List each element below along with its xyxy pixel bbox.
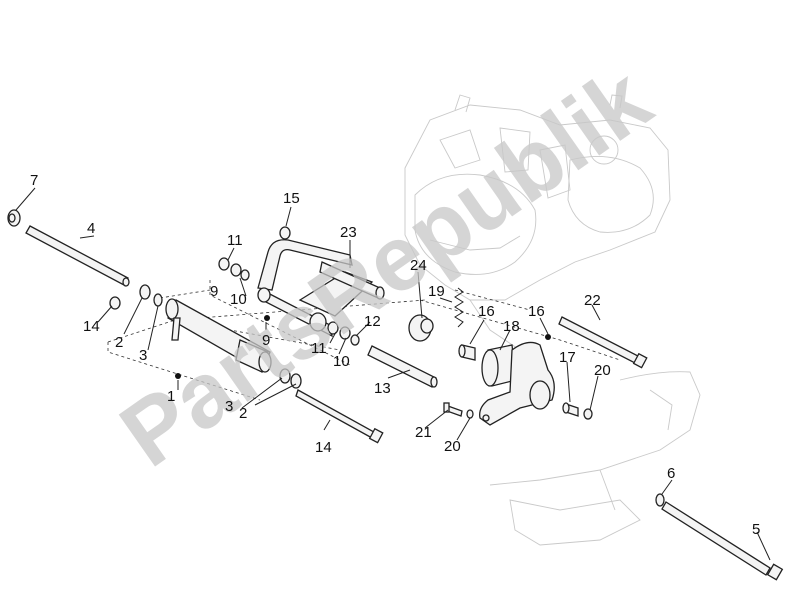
callout-19: 20 bbox=[594, 362, 611, 379]
pin-12 bbox=[367, 345, 438, 388]
callout-2-left: 2 bbox=[115, 334, 123, 351]
bushings-9-10-11-upper bbox=[218, 257, 250, 281]
swing-arm-1 bbox=[165, 298, 272, 373]
callout-9-lower: 10 bbox=[333, 353, 350, 370]
bushings-9-10-11-lower bbox=[327, 321, 360, 346]
bushing-14-upper bbox=[279, 226, 291, 240]
callout-9-upper: 9 bbox=[210, 283, 218, 300]
callout-10-lower: 11 bbox=[311, 340, 327, 357]
bracket-plate-15 bbox=[479, 341, 555, 426]
callout-4: 4 bbox=[87, 220, 95, 237]
callout-5: 5 bbox=[752, 521, 760, 538]
callout-14-upper: 15 bbox=[283, 190, 300, 207]
buffer-24 bbox=[408, 314, 434, 342]
callout-20: 20 bbox=[444, 438, 461, 455]
callout-8: 9 bbox=[262, 332, 270, 349]
bolt-13 bbox=[295, 389, 384, 444]
callout-16-left: 16 bbox=[478, 303, 495, 320]
callout-23: 22 bbox=[584, 292, 601, 309]
washer-6 bbox=[655, 493, 665, 507]
callout-3-left: 3 bbox=[139, 347, 147, 364]
callout-13: 14 bbox=[315, 439, 332, 456]
leader-lines bbox=[15, 187, 771, 561]
callout-10-upper: 10 bbox=[230, 291, 247, 308]
callout-7: 7 bbox=[30, 172, 38, 189]
bolt-23 bbox=[558, 316, 648, 369]
callout-18: 19 bbox=[428, 283, 445, 300]
bushing-16-right bbox=[562, 402, 579, 417]
callout-2-right: 2 bbox=[239, 405, 247, 422]
callout-22: 23 bbox=[340, 224, 357, 241]
callout-11-lower: 12 bbox=[364, 313, 381, 330]
silent-block-17 bbox=[481, 344, 517, 387]
bushing-16-left bbox=[458, 344, 476, 361]
callout-17: 18 bbox=[503, 318, 520, 335]
watermark-text: PartsRepublik bbox=[103, 48, 669, 487]
callout-3-right: 3 bbox=[225, 398, 233, 415]
bolt-21 bbox=[443, 402, 463, 417]
callout-labels: 7 4 14 2 3 1 3 2 15 11 9 10 9 23 12 11 1… bbox=[30, 172, 760, 538]
washer-20 bbox=[466, 409, 474, 419]
washers-2-3-right bbox=[279, 368, 302, 389]
bolt-5 bbox=[661, 501, 784, 581]
assembly-dashed-lines bbox=[107, 280, 621, 401]
shaft-4 bbox=[25, 225, 130, 287]
callout-1: 1 bbox=[167, 388, 175, 405]
circlip-19 bbox=[583, 408, 593, 420]
callout-21: 21 bbox=[415, 424, 432, 441]
callout-11-upper: 11 bbox=[227, 232, 243, 249]
bushing-14-left bbox=[109, 296, 121, 310]
washers-2-3-left bbox=[139, 284, 163, 307]
engine-background-outline bbox=[404, 94, 671, 351]
callout-6: 6 bbox=[667, 465, 675, 482]
reference-dots bbox=[175, 315, 551, 379]
washer-7 bbox=[7, 209, 21, 227]
callout-16-right: 17 bbox=[559, 349, 576, 366]
spring-18 bbox=[454, 287, 464, 328]
callout-14-left: 14 bbox=[83, 318, 100, 335]
crossbar-22 bbox=[319, 261, 385, 300]
callout-15: 16 bbox=[528, 303, 545, 320]
callout-24: 24 bbox=[410, 257, 427, 274]
frame-background-outline bbox=[489, 371, 701, 546]
callout-12: 13 bbox=[374, 380, 391, 397]
